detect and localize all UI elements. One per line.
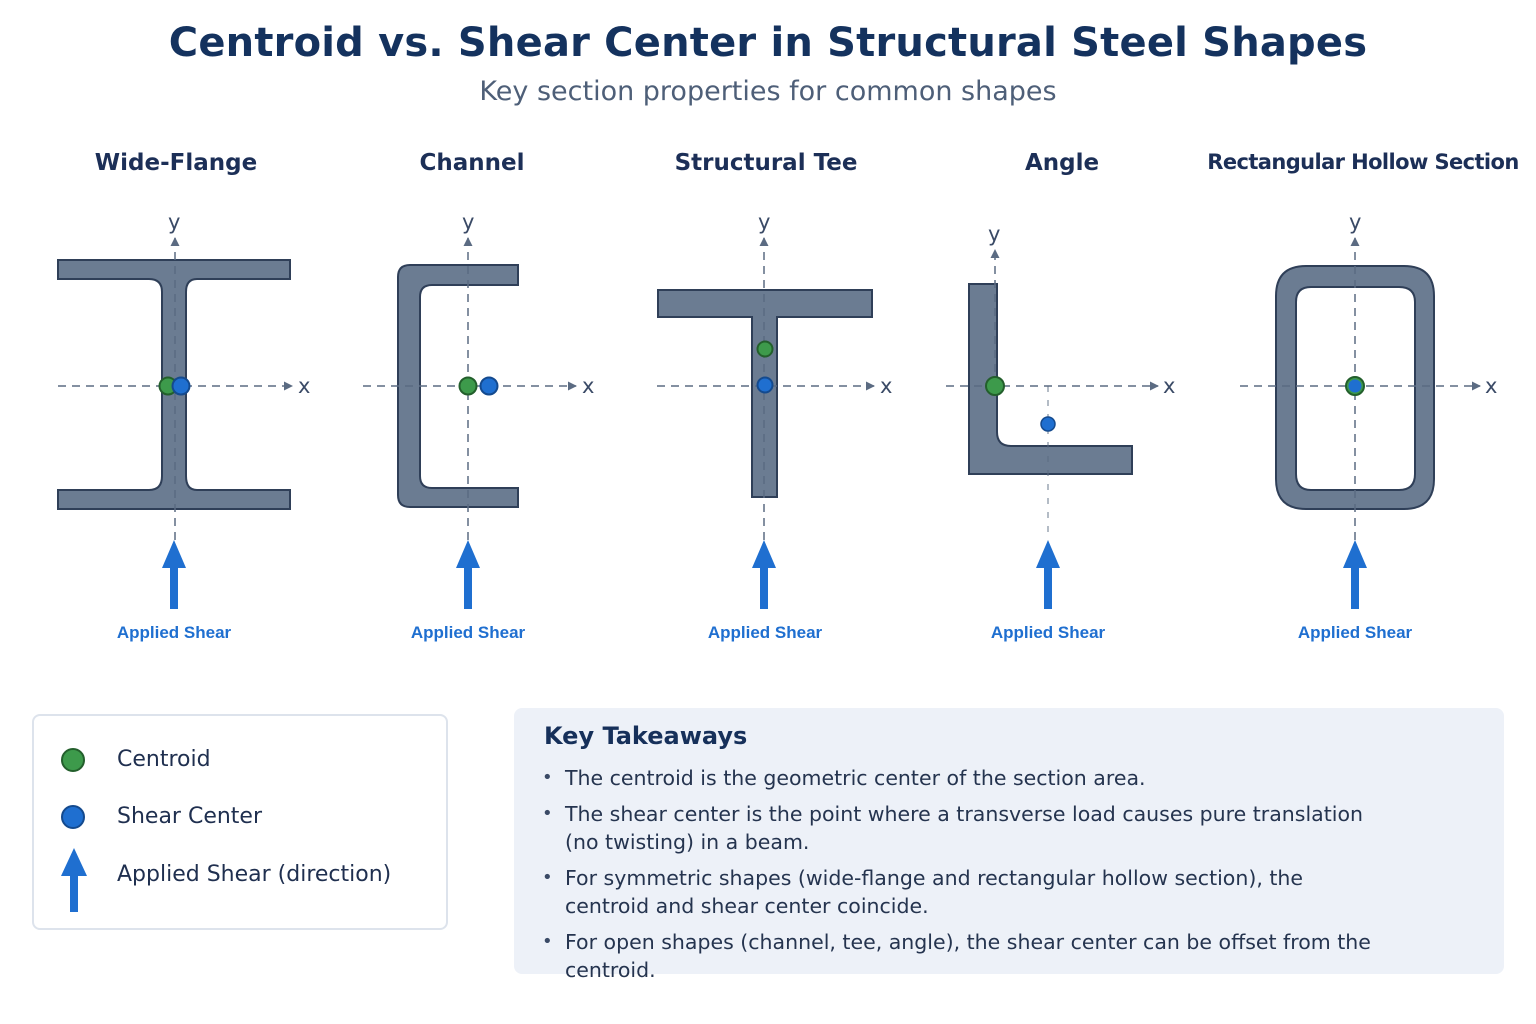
wide-flange-x-label: x	[298, 374, 310, 398]
shape-title-channel: Channel	[419, 150, 525, 176]
rhs-applied-shear-arrow	[1343, 540, 1367, 609]
takeaway-text: The centroid is the geometric center of …	[565, 766, 1146, 790]
angle-shear-center-marker	[1040, 416, 1056, 432]
angle-section: x y Applied Shear	[946, 222, 1175, 642]
shape-title-angle: Angle	[1024, 150, 1100, 176]
sections-diagram: x y Applied Shear x y Applied Shear x y …	[57, 210, 1497, 642]
wide-flange-applied-shear-arrow	[162, 540, 186, 609]
channel-load-label: Applied Shear	[411, 623, 526, 642]
tee-x-label: x	[880, 374, 892, 398]
takeaway-item: • The centroid is the geometric center of…	[538, 764, 1378, 792]
tee-centroid-marker	[756, 340, 774, 358]
angle-centroid-marker	[985, 376, 1005, 396]
page-subtitle: Key section properties for common shapes	[479, 76, 1057, 107]
takeaway-text: For open shapes (channel, tee, angle), t…	[565, 930, 1371, 982]
shape-title-structural-tee: Structural Tee	[674, 150, 858, 176]
rhs-load-label: Applied Shear	[1298, 623, 1413, 642]
legend-item-applied-shear: Applied Shear (direction)	[34, 848, 434, 914]
legend-label-shear-center: Shear Center	[117, 804, 263, 829]
rhs-y-label: y	[1349, 210, 1361, 234]
channel-y-label: y	[462, 210, 474, 234]
takeaway-text: For symmetric shapes (wide-flange and re…	[565, 866, 1304, 918]
tee-applied-shear-arrow	[752, 540, 776, 609]
blue-dot-icon	[61, 805, 85, 829]
takeaway-item: • For open shapes (channel, tee, angle), …	[538, 928, 1378, 984]
tee-y-label: y	[758, 210, 770, 234]
key-takeaways-title: Key Takeaways	[544, 722, 748, 750]
page-title: Centroid vs. Shear Center in Structural …	[168, 20, 1368, 66]
angle-applied-shear-arrow	[1036, 540, 1060, 609]
channel-section: x y Applied Shear	[363, 210, 594, 642]
wide-flange-y-label: y	[168, 210, 180, 234]
takeaway-item: • For symmetric shapes (wide-flange and r…	[538, 864, 1378, 920]
takeaway-item: • The shear center is the point where a t…	[538, 800, 1378, 856]
channel-applied-shear-arrow	[456, 540, 480, 609]
channel-centroid-marker	[458, 376, 478, 396]
legend-label-centroid: Centroid	[117, 747, 211, 772]
bullet-icon: •	[542, 767, 553, 788]
rhs-section: x y Applied Shear	[1240, 210, 1497, 642]
legend-label-applied-shear: Applied Shear (direction)	[117, 862, 392, 887]
wide-flange-load-label: Applied Shear	[117, 623, 232, 642]
angle-load-label: Applied Shear	[991, 623, 1106, 642]
bullet-icon: •	[542, 931, 553, 952]
bullet-icon: •	[542, 867, 553, 888]
angle-shape	[968, 283, 1133, 475]
key-takeaways-list: • The centroid is the geometric center of…	[538, 764, 1378, 992]
channel-shear-center-marker	[479, 376, 499, 396]
angle-x-label: x	[1163, 374, 1175, 398]
shape-title-rhs: Rectangular Hollow Section	[1207, 150, 1519, 174]
legend-item-shear-center: Shear Center	[34, 799, 434, 839]
up-arrow-icon	[61, 848, 87, 912]
angle-y-label: y	[988, 222, 1000, 246]
key-takeaways-panel: Key Takeaways • The centroid is the geome…	[514, 708, 1504, 982]
rhs-x-label: x	[1485, 374, 1497, 398]
takeaway-text: The shear center is the point where a tr…	[565, 802, 1363, 854]
channel-shape	[397, 264, 519, 508]
green-dot-icon	[61, 748, 85, 772]
wide-flange-section: x y Applied Shear	[57, 210, 310, 642]
bullet-icon: •	[542, 803, 553, 824]
legend-panel: Centroid Shear Center Applied Shear (dir…	[32, 714, 448, 930]
rhs-shear-center-marker	[1348, 379, 1362, 393]
tee-section: x y Applied Shear	[657, 210, 892, 642]
tee-load-label: Applied Shear	[708, 623, 823, 642]
rhs-shape	[1275, 265, 1435, 510]
legend-item-centroid: Centroid	[34, 742, 434, 782]
shape-title-wide-flange: Wide-Flange	[94, 150, 258, 176]
tee-shear-center-marker	[756, 376, 774, 394]
channel-x-label: x	[582, 374, 594, 398]
wide-flange-shear-center-marker	[171, 376, 191, 396]
